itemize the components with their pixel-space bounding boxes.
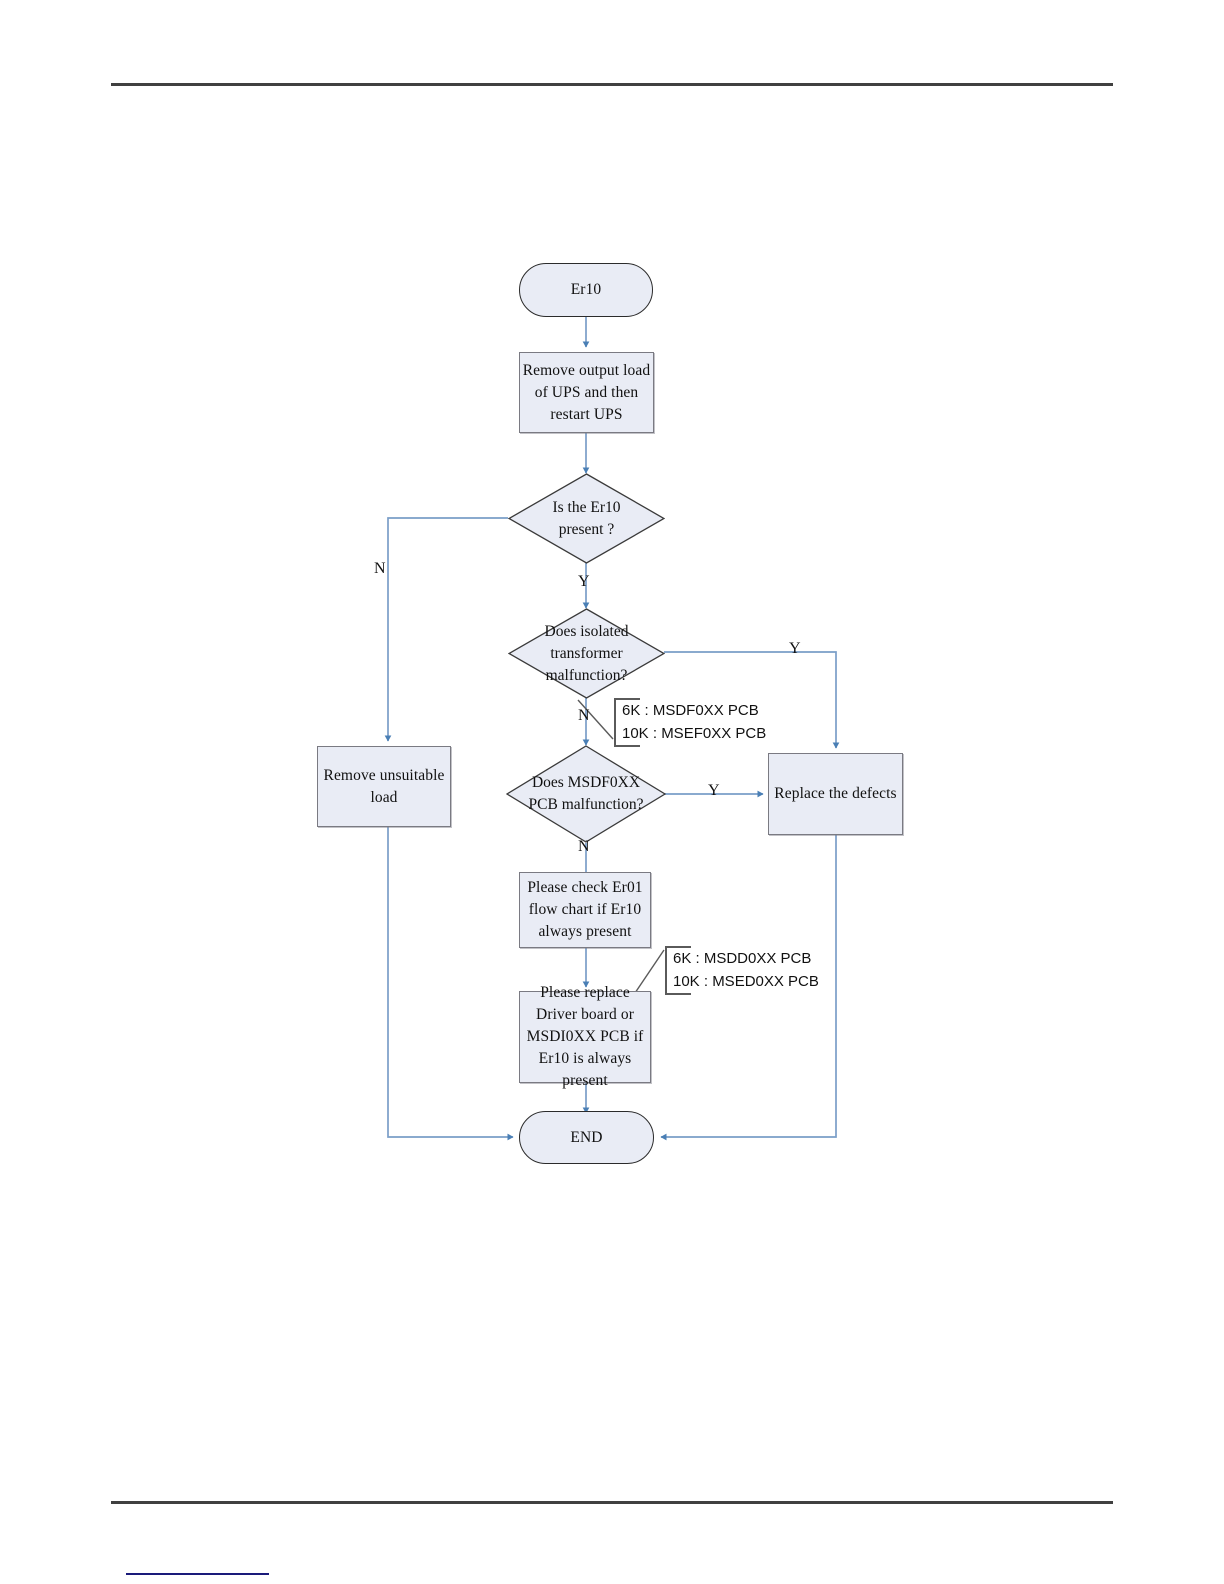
callout-top-border [665,946,691,948]
node-replace-driver-board-line1: Please replace [540,984,630,1001]
node-remove-unsuitable-load-line2: load [370,788,398,806]
callout-left-border [665,946,667,995]
annotation-note-msdd0xx-pcb-line1: 6K : MSDD0XX PCB [673,950,812,967]
branch-label-transformer-yes: Y [789,640,801,657]
footer-rule [111,1501,1113,1504]
node-check-er01-flow-chart[interactable]: Please check Er01 flow chart if Er10 alw… [519,872,651,948]
node-check-er01-flow-chart-line2: flow chart if Er10 [528,901,642,918]
decision-diamond-shape [508,608,665,699]
node-end-label: END [570,1128,603,1146]
node-remove-output-load-line2: of UPS and then [534,383,639,401]
node-decision-msdf0xx-pcb[interactable]: Does MSDF0XX PCB malfunction? [506,745,666,843]
node-replace-driver-board-line5: present [562,1072,608,1089]
footnote-separator-rule [126,1573,269,1575]
edge-q-er10-no-to-unsuitable [384,517,508,742]
branch-label-er10-yes: Y [578,573,590,590]
decision-diamond-shape [506,745,666,843]
node-start-er10[interactable]: Er10 [519,263,653,317]
annotation-note-msdf0xx-pcb: 6K : MSDF0XX PCB 10K : MSEF0XX PCB [614,698,766,747]
annotation-note-msdf0xx-pcb-line1: 6K : MSDF0XX PCB [622,702,759,719]
node-check-er01-flow-chart-line1: Please check Er01 [527,879,643,896]
node-replace-driver-board-line3: MSDI0XX PCB if [526,1028,644,1045]
node-remove-output-load-line3: restart UPS [550,405,623,423]
callout-bottom-border [665,993,691,995]
node-check-er01-flow-chart-line3: always present [538,923,632,940]
callout-bottom-border [614,745,640,747]
annotation-note-msdf0xx-pcb-line2: 10K : MSEF0XX PCB [622,724,767,742]
node-replace-the-defects-label: Replace the defects [774,785,897,802]
node-decision-is-er10-present[interactable]: Is the Er10 present ? [508,473,665,564]
header-rule [111,83,1113,86]
node-remove-unsuitable-load-line1: Remove unsuitable [323,766,445,784]
decision-diamond-shape [508,473,665,564]
callout-top-border [614,698,640,700]
node-replace-driver-board-line4: Er10 is always [538,1050,632,1067]
edge-unsuitable-to-end [387,827,514,1141]
node-replace-driver-board[interactable]: Please replace Driver board or MSDI0XX P… [519,984,651,1089]
node-replace-the-defects[interactable]: Replace the defects [768,753,903,835]
branch-label-er10-no: N [374,560,386,577]
node-end[interactable]: END [519,1111,654,1164]
branch-label-msdf-no: N [578,838,590,855]
node-start-er10-label: Er10 [570,281,602,298]
branch-label-transformer-no: N [578,707,590,724]
node-remove-output-load-line1: Remove output load [522,361,651,379]
node-remove-output-load[interactable]: Remove output load of UPS and then resta… [519,352,654,433]
annotation-note-msdd0xx-pcb: 6K : MSDD0XX PCB 10K : MSED0XX PCB [665,946,819,995]
annotation-note-msdd0xx-pcb-line2: 10K : MSED0XX PCB [673,972,819,990]
node-decision-isolated-transformer[interactable]: Does isolated transformer malfunction? [508,608,665,699]
branch-label-msdf-yes: Y [708,782,720,799]
callout-left-border [614,698,616,747]
node-replace-driver-board-line2: Driver board or [536,1006,634,1023]
node-remove-unsuitable-load[interactable]: Remove unsuitable load [317,746,451,827]
